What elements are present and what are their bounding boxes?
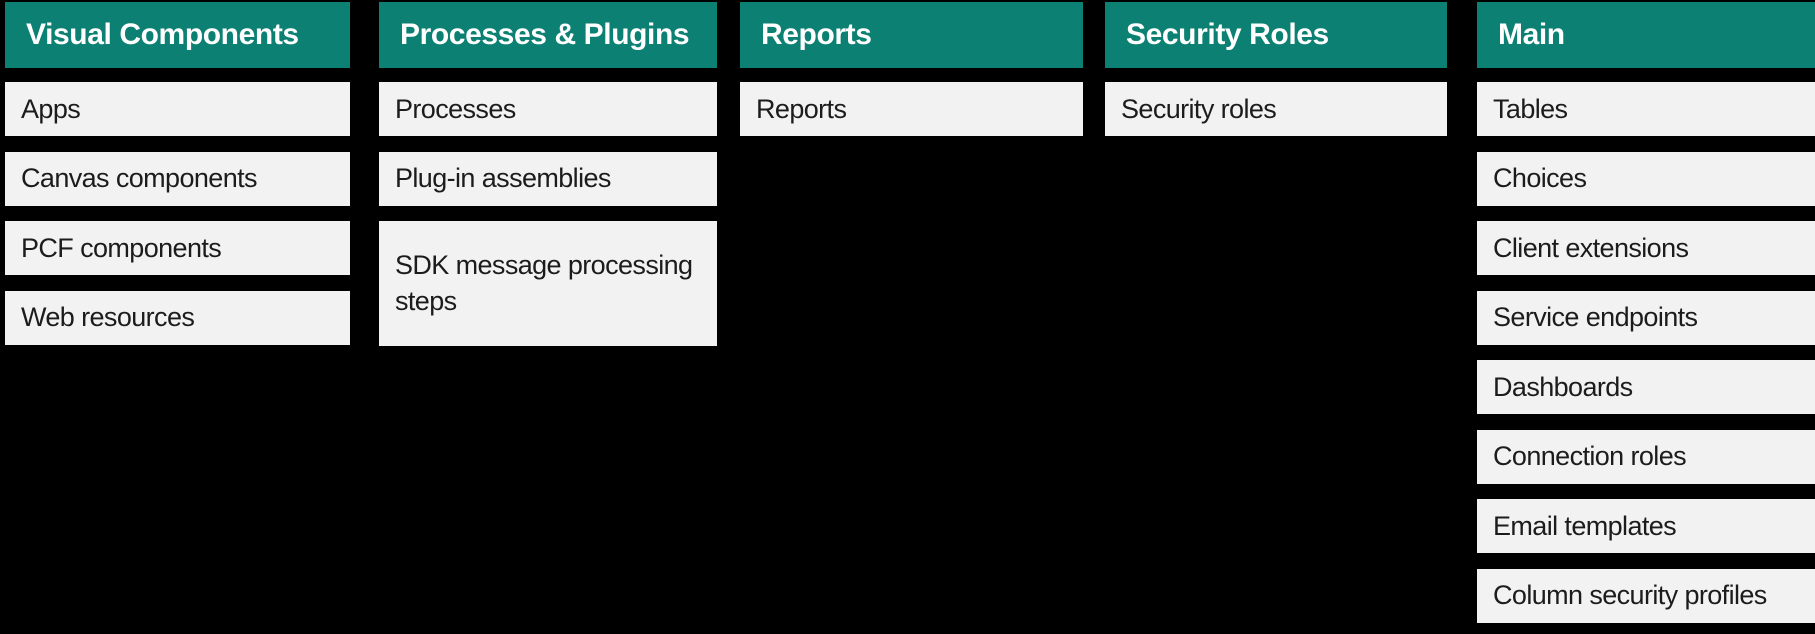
column-header-processes-plugins: Processes & Plugins (379, 2, 717, 68)
tile-apps[interactable]: Apps (5, 82, 350, 136)
column-header-main: Main (1477, 2, 1815, 68)
tile-email-templates[interactable]: Email templates (1477, 499, 1815, 553)
tile-tables[interactable]: Tables (1477, 82, 1815, 136)
column-header-security-roles: Security Roles (1105, 2, 1447, 68)
tile-connection-roles[interactable]: Connection roles (1477, 429, 1815, 484)
tile-reports[interactable]: Reports (740, 82, 1083, 136)
tile-service-endpoints[interactable]: Service endpoints (1477, 290, 1815, 345)
column-security-roles: Security Roles Security roles (1105, 2, 1447, 136)
column-reports: Reports Reports (740, 2, 1083, 136)
tile-security-roles[interactable]: Security roles (1105, 82, 1447, 136)
column-header-reports: Reports (740, 2, 1083, 68)
tile-pcf-components[interactable]: PCF components (5, 221, 350, 275)
tile-choices[interactable]: Choices (1477, 151, 1815, 206)
tile-column-security-profiles[interactable]: Column security profiles (1477, 568, 1815, 623)
tile-dashboards[interactable]: Dashboards (1477, 360, 1815, 414)
tile-plug-in-assemblies[interactable]: Plug-in assemblies (379, 151, 717, 206)
tile-web-resources[interactable]: Web resources (5, 290, 350, 345)
tile-client-extensions[interactable]: Client extensions (1477, 221, 1815, 275)
tile-processes[interactable]: Processes (379, 82, 717, 136)
column-main: Main Tables Choices Client extensions Se… (1477, 2, 1815, 623)
tile-sdk-message-processing-steps[interactable]: SDK message processing steps (379, 221, 717, 346)
tile-canvas-components[interactable]: Canvas components (5, 151, 350, 206)
column-header-visual-components: Visual Components (5, 2, 350, 68)
column-visual-components: Visual Components Apps Canvas components… (5, 2, 350, 345)
column-processes-plugins: Processes & Plugins Processes Plug-in as… (379, 2, 717, 346)
